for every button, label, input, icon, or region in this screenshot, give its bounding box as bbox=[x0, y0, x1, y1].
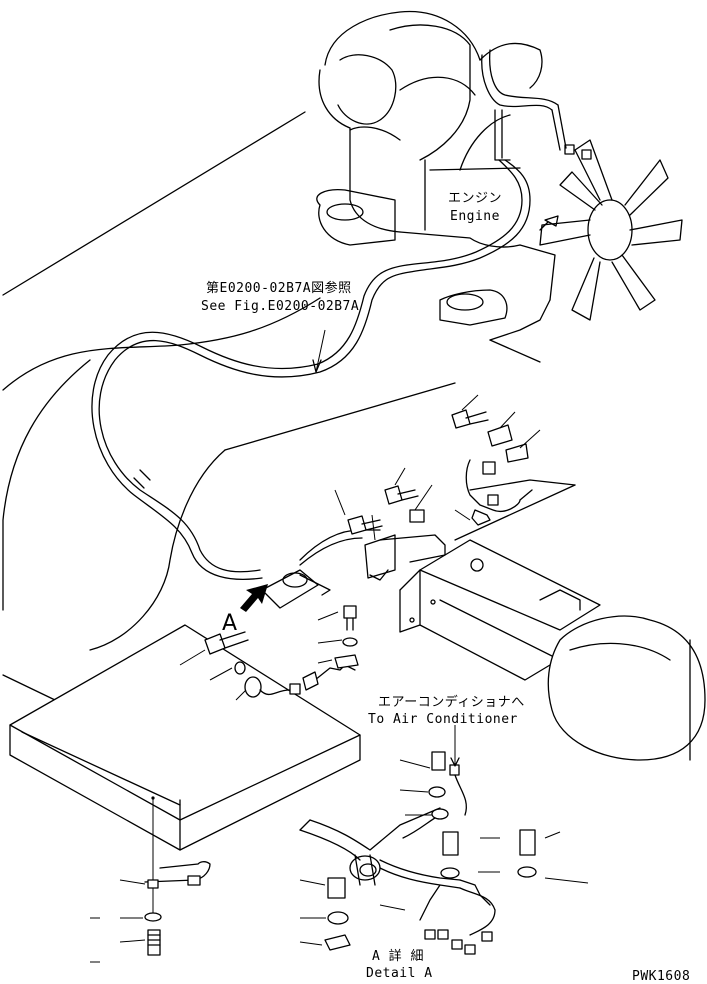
engine-harness bbox=[406, 49, 592, 273]
see-figure-label-en: See Fig.E0200-02B7A bbox=[201, 299, 360, 314]
engine-label-jp: エンジン bbox=[448, 191, 503, 206]
main-harness-cable bbox=[91, 264, 411, 580]
leader-dashes bbox=[90, 837, 490, 963]
drawing-code: PWK1608 bbox=[632, 969, 691, 984]
bolt-set-upper bbox=[334, 394, 541, 541]
battery-box bbox=[9, 624, 361, 851]
bracket-plate bbox=[399, 479, 601, 681]
view-a-letter: A bbox=[222, 611, 238, 636]
detail-a-label-jp: A 詳 細 bbox=[372, 949, 424, 964]
bolt-set-middle bbox=[179, 605, 359, 701]
air-cleaner bbox=[547, 615, 706, 761]
engine-label-en: Engine bbox=[450, 209, 500, 224]
aircon-label-en: To Air Conditioner bbox=[368, 712, 518, 727]
see-figure-label-jp: 第E0200-02B7A図参照 bbox=[206, 281, 352, 296]
detail-a-drawing bbox=[299, 725, 589, 955]
detail-a-label-en: Detail A bbox=[366, 966, 433, 981]
ground-strap bbox=[119, 796, 211, 956]
machine-frame-outline bbox=[2, 111, 456, 701]
cooling-fan bbox=[539, 139, 683, 321]
aircon-label-jp: エアーコンディショナへ bbox=[378, 695, 525, 710]
engine bbox=[316, 10, 556, 363]
view-arrow bbox=[240, 584, 268, 612]
